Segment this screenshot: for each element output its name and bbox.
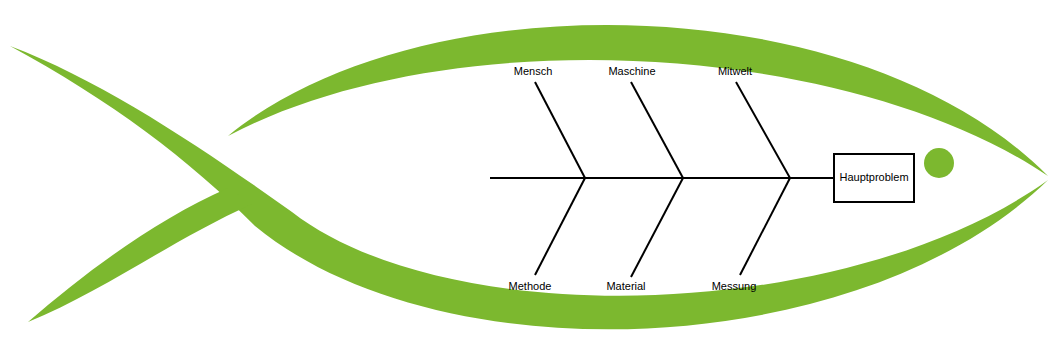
fish-body-upper	[228, 25, 1048, 176]
bone	[740, 178, 790, 275]
cause-category: Messung	[712, 280, 757, 293]
fishbone-spine	[490, 177, 834, 179]
bone	[631, 82, 683, 178]
fish-tail-lower	[28, 188, 252, 322]
cause-category: Methode	[509, 280, 552, 293]
bone	[631, 178, 683, 277]
cause-category: Material	[606, 280, 645, 293]
problem-text: Hauptproblem	[839, 171, 908, 184]
fishbone-bones	[535, 82, 790, 277]
cause-category: Maschine	[608, 65, 655, 78]
cause-category: Mitwelt	[718, 65, 752, 78]
fish-body-lower	[10, 46, 1048, 329]
cause-category: Mensch	[514, 65, 553, 78]
fish-eye	[924, 148, 954, 178]
problem-box: Hauptproblem	[833, 153, 915, 203]
bone	[736, 82, 790, 178]
bone	[535, 82, 585, 178]
bone	[535, 178, 585, 275]
